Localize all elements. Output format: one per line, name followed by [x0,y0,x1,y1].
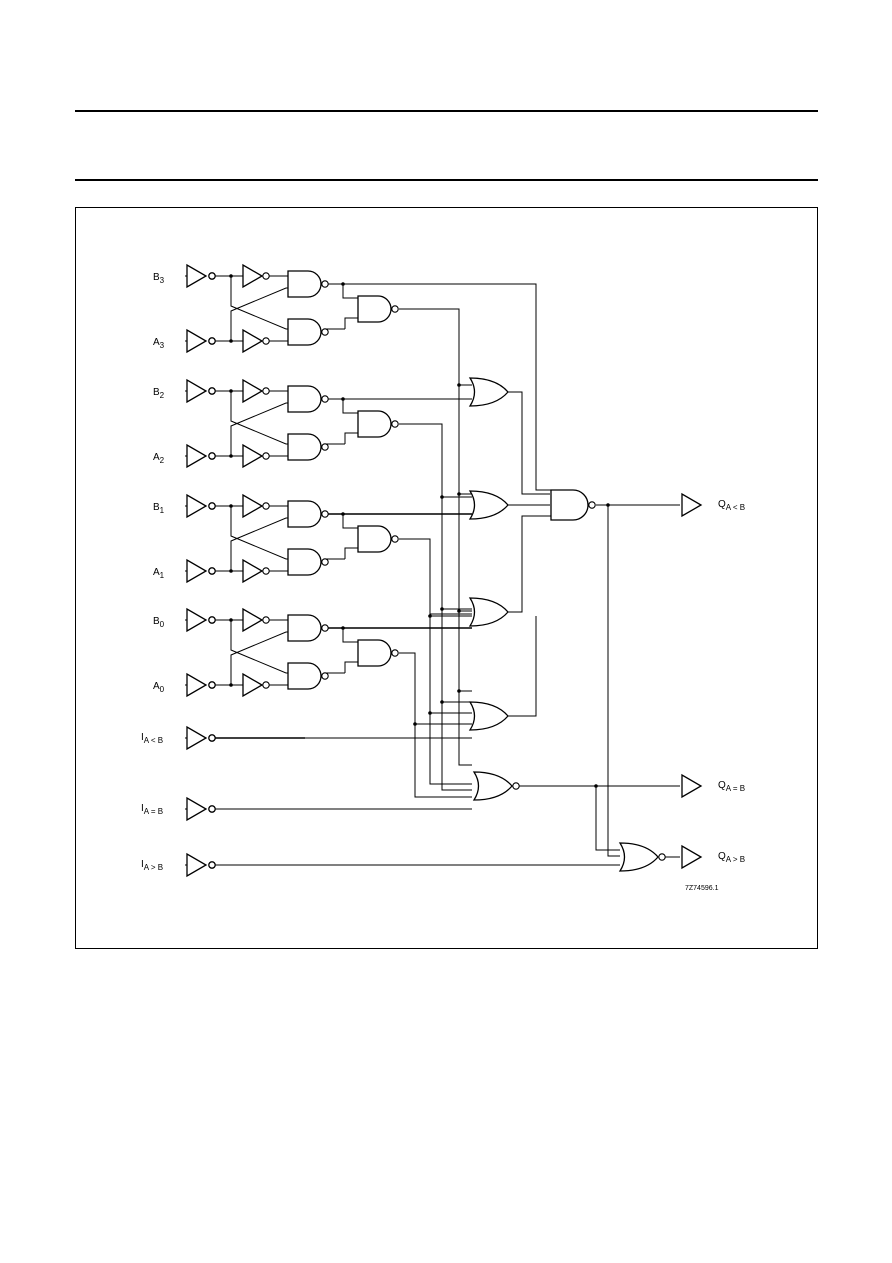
stage-3-gates [186,264,399,353]
header-rule-bottom [75,179,818,181]
stage-1-gates [186,494,399,583]
junction-dots [229,274,610,788]
cascade-input-buffers [186,726,216,877]
stage-0-gates [186,608,399,697]
label-b3: B3 [153,272,165,285]
bus-lines [212,513,472,739]
label-q-a-less-b: QA < B [718,499,745,512]
label-i-a-greater-b: IA > B [141,859,163,872]
label-i-a-less-b: IA < B [141,732,163,745]
label-b0: B0 [153,616,165,629]
stage-2-gates [186,379,399,468]
label-a3: A3 [153,337,165,350]
label-i-a-equal-b: IA = B [141,803,163,816]
output-logic [550,489,702,872]
label-a0: A0 [153,681,165,694]
label-q-a-greater-b: QA > B [718,851,745,864]
label-q-a-equal-b: QA = B [718,780,745,793]
label-b2: B2 [153,387,165,400]
label-a1: A1 [153,567,165,580]
label-a2: A2 [153,452,165,465]
label-b1: B1 [153,502,165,515]
output-labels: QA < B QA = B QA > B [718,499,745,864]
figure-code: 7Z74596.1 [685,885,719,892]
input-labels: B3 A3 B2 A2 B1 A1 B0 A0 IA < B IA = B IA… [141,272,165,872]
or-gates [469,377,520,801]
header-rule-top [75,110,818,112]
figure-frame [75,207,818,949]
